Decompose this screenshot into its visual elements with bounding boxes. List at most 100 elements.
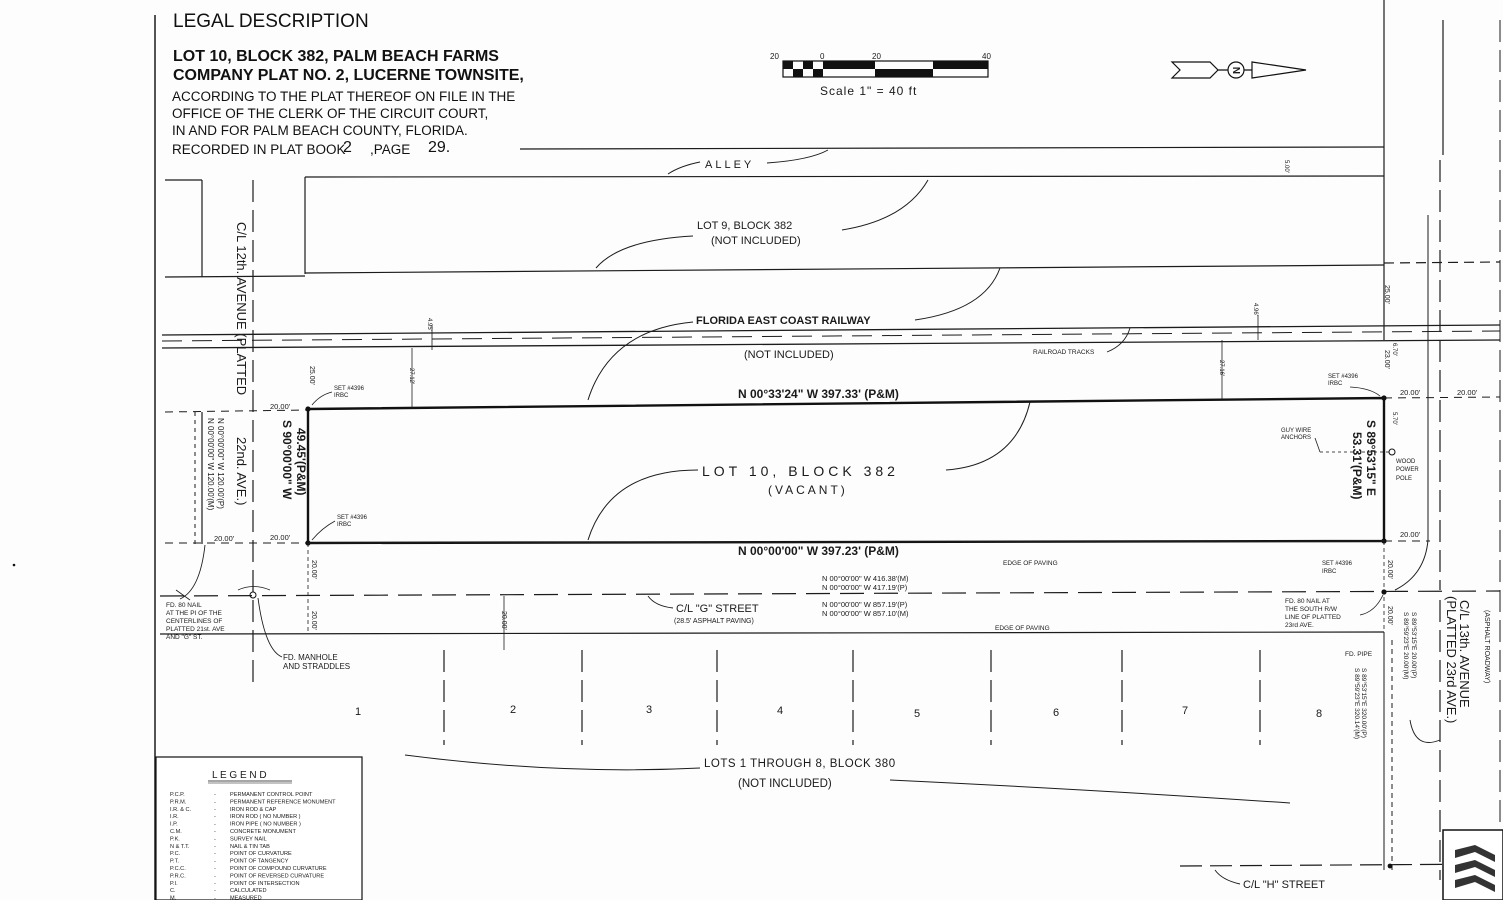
- legend-dash: -: [214, 799, 216, 805]
- g-street: 20.00' 20.00' 20.00' 20.00' 20.00' EDGE …: [159, 540, 1501, 671]
- thirteenth-ave-label-2: (PLATTED 23rd AVE.): [1444, 596, 1459, 723]
- legend-dash: -: [214, 829, 216, 835]
- dim-g-2: 20.00': [310, 611, 317, 630]
- guy-wire-label-2: ANCHORS: [1281, 435, 1311, 441]
- lot-number-1: 1: [355, 706, 361, 718]
- legend-dash: -: [214, 896, 216, 900]
- scale-tick-40: 40: [982, 52, 991, 61]
- set-irbc-sw-2: IRBC: [337, 522, 352, 528]
- lot-number-7: 7: [1182, 705, 1188, 717]
- right-bearing-1: S 89°53'15"E 20.00'(P): [1410, 612, 1418, 678]
- dim-sw-20: 20.00': [270, 533, 291, 542]
- lot9-label-1: LOT 9, BLOCK 382: [697, 220, 792, 232]
- legend-desc: POINT OF REVERSED CURVATURE: [230, 873, 324, 879]
- stray-mark: [12, 563, 16, 567]
- lots-1-8-label-1: LOTS 1 THROUGH 8, BLOCK 380: [704, 758, 896, 770]
- legend-desc: CONCRETE MONUMENT: [230, 829, 296, 835]
- right-bearing-4: S 89°59'23"E 320.14'(M): [1353, 668, 1361, 739]
- lot-number-5: 5: [914, 708, 920, 720]
- legend-title: L E G E N D: [212, 770, 267, 781]
- legal-line-6b: ,PAGE: [370, 142, 410, 157]
- legal-line-5: IN AND FOR PALM BEACH COUNTY, FLORIDA.: [172, 123, 468, 138]
- left-vertical-bearing-1: N 00°00'00" W 120.00'(M): [206, 418, 215, 511]
- twelfth-ave-label-2: 22nd. AVE.): [234, 437, 249, 505]
- dim-nw-25: 25.00': [308, 366, 315, 385]
- twelfth-ave-label: C/L 12th. AVENUE (PLATTED: [234, 222, 249, 395]
- legend-desc: MEASURED: [230, 896, 262, 900]
- legend-abbr: P.R.M.: [170, 799, 187, 805]
- lot-number-4: 4: [777, 705, 783, 717]
- fd-nail-south-3: LINE OF PLATTED: [1285, 614, 1341, 621]
- dim-rail-27a: 27.12': [408, 368, 414, 384]
- dim-se-20: 20.00': [1400, 530, 1421, 539]
- dim-nw-20: 20.00': [270, 402, 291, 411]
- legend-dash: -: [214, 866, 216, 872]
- right-bearing-3: S 89°53'15"E 320.00'(P): [1360, 668, 1368, 738]
- set-irbc-nw-1: SET #4396: [334, 386, 365, 392]
- g-street-label: C/L "G" STREET: [676, 603, 759, 615]
- north-symbol: N: [1232, 67, 1243, 74]
- title-block-corner: [1442, 829, 1503, 900]
- block-380-lots: 1 2 3 4 5 6 7 8 LOTS 1 THROUGH 8, BLOCK …: [355, 650, 1322, 804]
- dim-ne-23: 23.00': [1383, 350, 1390, 369]
- set-irbc-sw-1: SET #4396: [337, 515, 368, 521]
- plat-book: 2: [343, 139, 352, 156]
- legend-desc: IRON PIPE ( NO NUMBER ): [230, 822, 301, 828]
- asphalt-roadway-label: (ASPHALT ROADWAY): [1483, 610, 1490, 683]
- legend-abbr: N & T.T.: [170, 844, 190, 850]
- dim-ne-20b: 20.00': [1457, 388, 1478, 397]
- legal-line-2: COMPANY PLAT NO. 2, LUCERNE TOWNSITE,: [173, 67, 524, 84]
- legend-dash: -: [214, 859, 216, 865]
- set-irbc-se-1: SET #4396: [1322, 561, 1353, 567]
- h-street-label: C/L "H" STREET: [1243, 879, 1325, 891]
- legend-desc: POINT OF CURVATURE: [230, 851, 292, 857]
- railway: FLORIDA EAST COAST RAILWAY (NOT INCLUDED…: [161, 267, 1501, 401]
- legend-abbr: P.I.: [170, 881, 178, 887]
- legal-line-6a: RECORDED IN PLAT BOOK: [172, 142, 346, 157]
- lot10-label-2: (VACANT): [768, 483, 848, 497]
- right-bearing-2: S 89°59'23"E 20.00'(M): [1402, 612, 1410, 679]
- set-irbc-nw-2: IRBC: [334, 393, 349, 399]
- legal-line-1: LOT 10, BLOCK 382, PALM BEACH FARMS: [173, 48, 499, 65]
- scale-tick-20b: 20: [872, 52, 881, 61]
- legend-abbr: I.R.: [170, 814, 179, 820]
- street-bearing-3: N 00°00'00" W 857.19'(P): [822, 600, 908, 609]
- legend-dash: -: [214, 836, 216, 842]
- legend-abbr: P.K.: [170, 836, 180, 842]
- legend-abbr: C.M.: [170, 829, 182, 835]
- street-bearing-2: N 00°00'00" W 417.19'(P): [822, 583, 908, 592]
- dim-rail-27b: 27.16': [1218, 360, 1224, 376]
- lot-number-3: 3: [646, 704, 652, 716]
- legend-dash: -: [214, 888, 216, 894]
- legend-dash: -: [214, 822, 216, 828]
- alley-label: ALLEY: [705, 159, 754, 171]
- legal-line-3: ACCORDING TO THE PLAT THEREOF ON FILE IN…: [172, 89, 515, 104]
- east-line-bearing-2: 53.31'(P&M): [1350, 432, 1364, 500]
- dim-ne-25: 25.00': [1383, 285, 1390, 304]
- dim-g-1: 20.00': [310, 560, 317, 579]
- legend-abbr: P.C.: [170, 851, 181, 857]
- east-line-bearing-1: S 89°53'15" E: [1364, 420, 1378, 496]
- scale-bar: 20 0 20 40 Scale 1" = 40 ft: [770, 52, 991, 98]
- wood-pole-label-1: WOOD: [1396, 459, 1416, 465]
- west-line-bearing-1: S 90°00'00" W: [280, 420, 294, 500]
- dim-g-3: 20.00': [1386, 560, 1393, 579]
- fd-nail-2: AT THE PI OF THE: [166, 610, 223, 617]
- set-irbc-ne-2: IRBC: [1328, 381, 1343, 387]
- legend-dash: -: [214, 792, 216, 798]
- legend-desc: IRON ROD ( NO NUMBER ): [230, 814, 301, 820]
- fd-manhole-1: FD. MANHOLE: [283, 653, 338, 662]
- legend-abbr: I.P.: [170, 822, 178, 828]
- fd-nail-1: FD. 80 NAIL: [166, 602, 202, 609]
- legend-desc: POINT OF TANGENCY: [230, 859, 289, 865]
- legend-abbr: I.R. & C.: [170, 807, 192, 813]
- fd-nail-south-2: THE SOUTH R/W: [1285, 606, 1338, 613]
- wood-pole-label-2: POWER: [1396, 467, 1419, 473]
- legend-abbr: M.: [170, 896, 177, 900]
- legend-abbr: P.C.C.: [170, 866, 186, 872]
- south-line-bearing: N 00°00'00" W 397.23' (P&M): [738, 544, 899, 558]
- lot-number-6: 6: [1053, 707, 1059, 719]
- dim-e-5: 5.70': [1391, 412, 1397, 425]
- legal-description: LEGAL DESCRIPTION LOT 10, BLOCK 382, PAL…: [172, 11, 524, 157]
- street-bearing-1: N 00°00'00" W 416.38'(M): [822, 574, 909, 583]
